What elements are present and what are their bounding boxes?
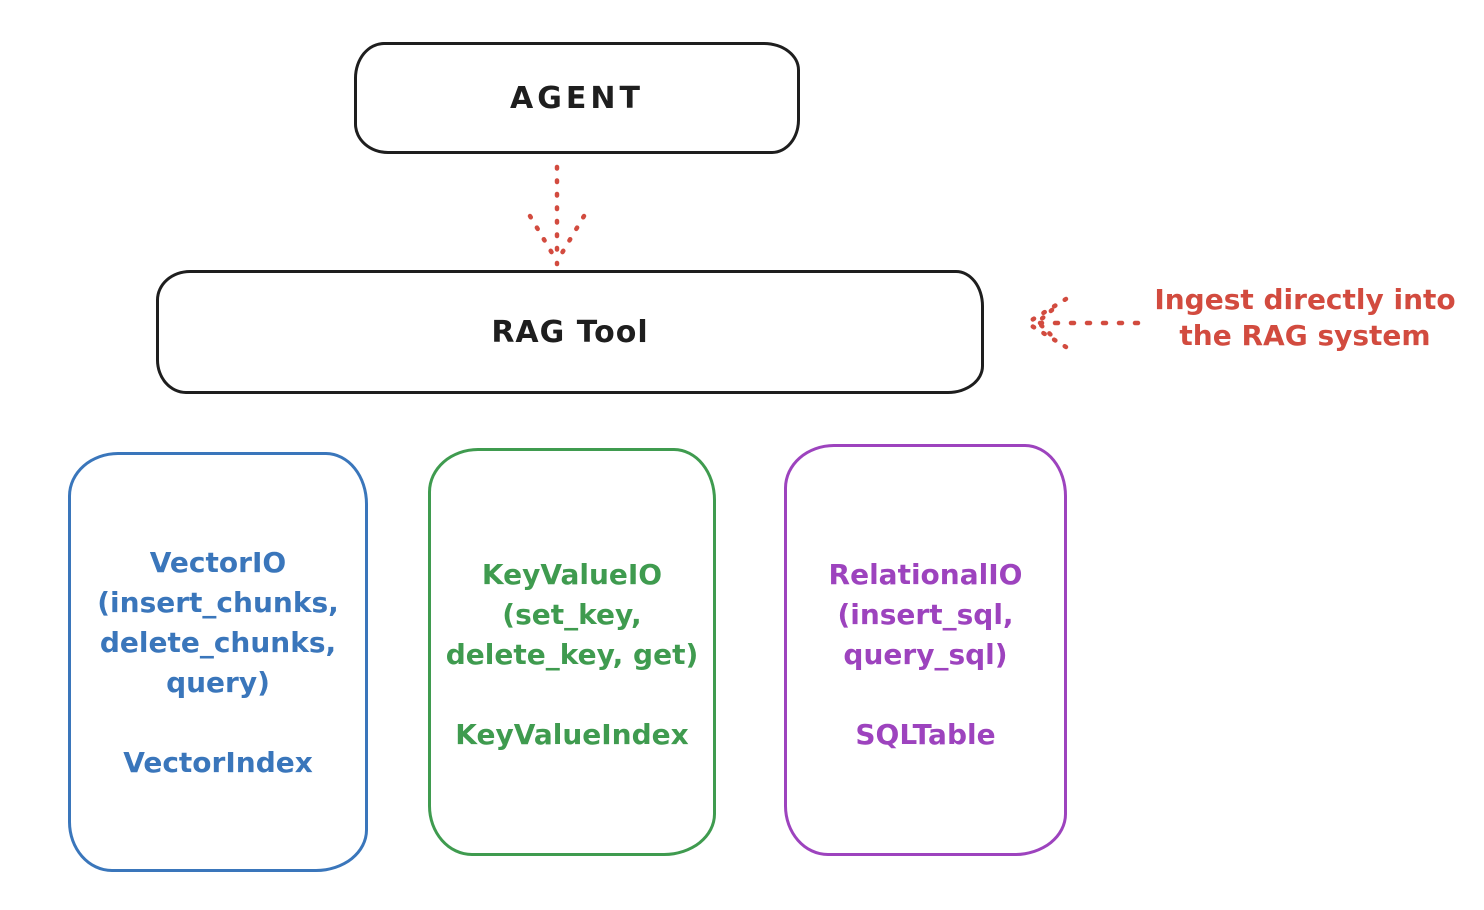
spacer — [431, 675, 713, 715]
relational-io-line: RelationalIO — [828, 558, 1023, 591]
relational-io-node: RelationalIO (insert_sql, query_sql) SQL… — [784, 444, 1067, 856]
relational-io-line: (insert_sql, — [837, 598, 1014, 631]
ingest-annotation-line1: Ingest directly into — [1154, 283, 1456, 316]
agent-node: AGENT — [354, 42, 800, 154]
spacer — [71, 703, 365, 743]
keyvalue-index-label: KeyValueIndex — [455, 718, 689, 751]
agent-label: AGENT — [510, 80, 644, 116]
ingest-annotation-arrow-icon — [1024, 296, 1141, 350]
relational-io-line: query_sql) — [843, 638, 1008, 671]
agent-to-ragtool-arrow-icon — [527, 164, 587, 267]
ingest-annotation: Ingest directly into the RAG system — [1140, 282, 1470, 354]
vector-io-line: (insert_chunks, — [97, 586, 339, 619]
ingest-annotation-line2: the RAG system — [1179, 319, 1431, 352]
rag-tool-label: RAG Tool — [491, 314, 649, 350]
vector-io-line: VectorIO — [149, 546, 287, 579]
vector-io-line: query) — [166, 666, 270, 699]
keyvalue-io-line: (set_key, — [502, 598, 642, 631]
vector-index-label: VectorIndex — [123, 746, 313, 779]
sql-table-label: SQLTable — [855, 718, 996, 751]
vector-io-node: VectorIO (insert_chunks, delete_chunks, … — [68, 452, 368, 872]
keyvalue-io-line: delete_key, get) — [445, 638, 699, 671]
rag-tool-node: RAG Tool — [156, 270, 984, 394]
keyvalue-io-node: KeyValueIO (set_key, delete_key, get) Ke… — [428, 448, 716, 856]
keyvalue-io-line: KeyValueIO — [481, 558, 663, 591]
spacer — [787, 675, 1064, 715]
vector-io-line: delete_chunks, — [99, 626, 337, 659]
